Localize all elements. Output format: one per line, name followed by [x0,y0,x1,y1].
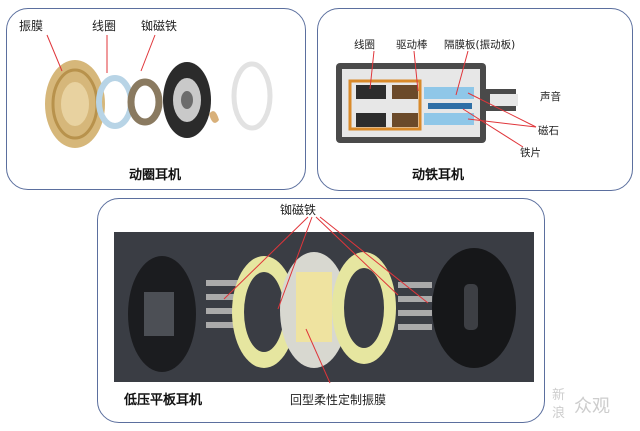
balanced-armature-cross-section [336,63,518,143]
planar-driver-panel: 铷磁铁 低压平板耳机 回型柔性定制振膜 [97,198,545,423]
dynamic-driver-exploded-illustration [45,60,273,148]
watermark-brand: 众观 [574,396,610,417]
balanced-armature-panel: 线圈 驱动棒 隔膜板(振动板) 声音 磁石 铁片 动铁耳机 [317,8,633,191]
ba-drive-rod-label: 驱动棒 [396,39,428,51]
dynamic-pointer-lines [46,34,156,73]
watermark-char-1: 新 [552,388,566,403]
dynamic-magnet-label: 铷磁铁 [141,19,178,33]
ba-pointer-lines [369,50,537,148]
planar-driver-exploded-illustration [114,232,534,382]
dynamic-driver-caption: 动圈耳机 [129,168,182,183]
ba-diaphragm-label: 隔膜板(振动板) [444,39,516,51]
planar-magnet-label: 铷磁铁 [280,203,317,217]
dynamic-coil-label: 线圈 [92,19,117,33]
ba-sound-label: 声音 [540,91,561,103]
planar-diaphragm-label: 回型柔性定制振膜 [290,393,387,407]
ba-magnet-label: 磁石 [538,125,559,137]
balanced-armature-caption: 动铁耳机 [412,168,465,183]
ba-coil-label: 线圈 [354,39,375,51]
dynamic-driver-panel: 振膜 线圈 铷磁铁 动圈耳机 [6,8,306,190]
watermark-char-2: 浪 [552,406,566,421]
ba-iron-label: 铁片 [520,147,541,159]
dynamic-diaphragm-label: 振膜 [19,19,44,33]
planar-caption: 低压平板耳机 [124,393,203,408]
planar-pointer-lines [223,216,429,384]
